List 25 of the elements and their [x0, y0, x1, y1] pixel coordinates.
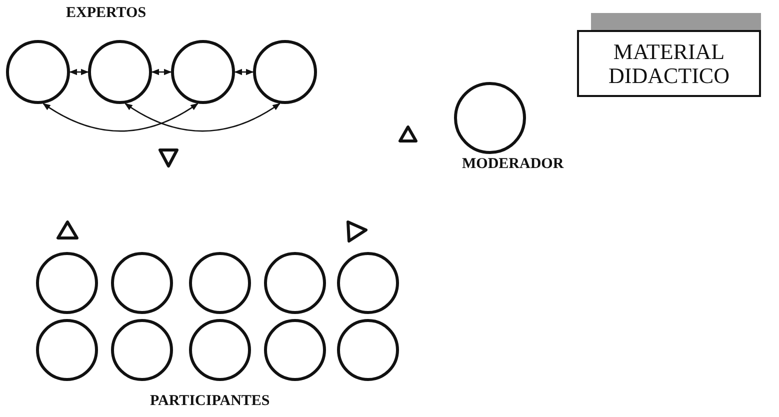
circle	[88, 40, 152, 104]
circle	[253, 40, 317, 104]
group-label: EXPERTOS	[66, 5, 146, 22]
circle	[171, 40, 235, 104]
circle	[111, 319, 173, 381]
circle	[264, 252, 326, 314]
role-label: MODERADOR	[462, 156, 564, 173]
circle	[337, 252, 399, 314]
circle	[189, 319, 251, 381]
arrow	[69, 68, 89, 76]
circle	[36, 252, 98, 314]
circle	[6, 40, 70, 104]
arrow	[42, 103, 198, 132]
circle	[111, 252, 173, 314]
circle	[264, 319, 326, 381]
box-label: MATERIAL DIDACTICO	[608, 40, 730, 88]
circle	[189, 252, 251, 314]
arrow	[234, 68, 254, 76]
group-label: PARTICIPANTES	[150, 393, 270, 410]
circle	[36, 319, 98, 381]
arrow	[151, 68, 172, 76]
circle	[337, 319, 399, 381]
circle	[454, 82, 526, 154]
text-box	[577, 30, 761, 97]
arrow	[124, 103, 280, 132]
